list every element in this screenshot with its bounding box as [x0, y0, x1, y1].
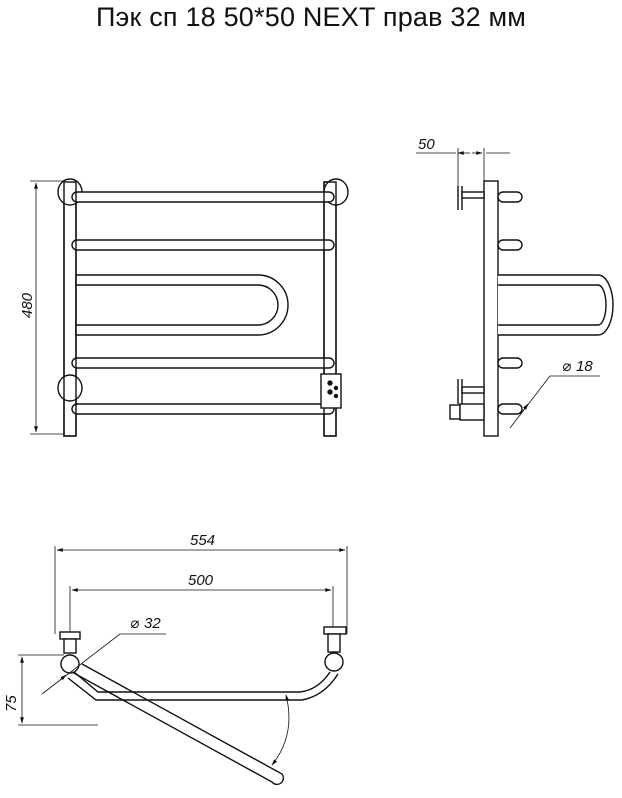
- front-view: [30, 178, 349, 437]
- dim-overall-width-label: 554: [190, 532, 215, 549]
- dim-diameter-18-label: 18: [576, 358, 593, 375]
- dim-diameter-32-label: 32: [144, 615, 161, 632]
- top-mount-right: [323, 626, 347, 635]
- top-loop-pipe: [73, 671, 331, 693]
- side-view: [416, 148, 614, 437]
- top-collector-right: [324, 652, 344, 672]
- dim-offset-label: 50: [418, 136, 435, 153]
- dim-diameter-32-prefix: ⌀: [130, 615, 139, 632]
- mount-disc-bottom-left: [57, 374, 83, 402]
- top-view: [18, 546, 348, 786]
- bar-6: [71, 403, 335, 415]
- side-bar-stub-6: [497, 403, 523, 415]
- u-loop-inner: [76, 284, 279, 326]
- bar-1: [71, 191, 335, 203]
- side-bar-stub-5: [497, 357, 523, 369]
- dim-diameter-18-prefix: ⌀: [562, 358, 571, 375]
- top-mount-left: [59, 631, 81, 640]
- top-swivel-pipe: [71, 663, 285, 786]
- bar-2: [71, 239, 335, 251]
- u-loop-outer: [76, 274, 289, 336]
- bar-5: [71, 357, 335, 369]
- dim-height-label: 480: [19, 292, 36, 318]
- side-bar-stub-1: [497, 191, 523, 203]
- side-plug: [449, 404, 461, 420]
- dim-depth-label: 75: [3, 695, 20, 712]
- side-bar-stub-2: [497, 239, 523, 251]
- side-collector: [483, 180, 499, 437]
- top-collector-left: [60, 654, 80, 674]
- drawing-title: Пэк сп 18 50*50 NEXT прав 32 мм: [95, 2, 527, 32]
- side-u-loop: [498, 274, 614, 336]
- dim-axis-distance-label: 500: [188, 572, 214, 589]
